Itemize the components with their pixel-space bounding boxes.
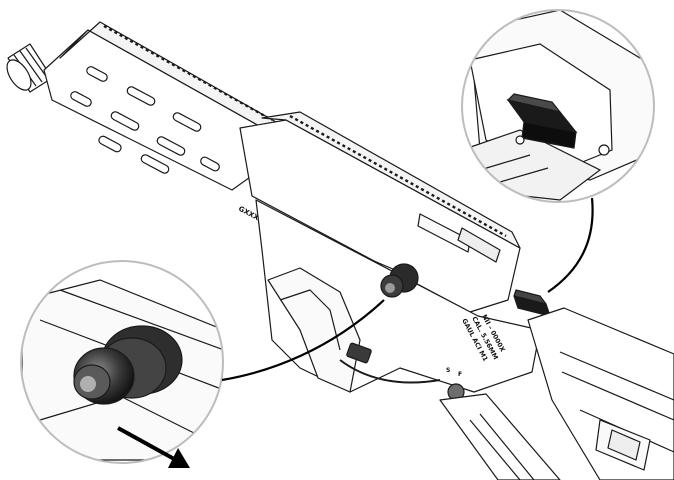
handguard bbox=[43, 21, 277, 191]
mlok-slots bbox=[70, 66, 220, 174]
muzzle-device bbox=[6, 43, 53, 93]
callout-ring-top bbox=[461, 9, 655, 203]
rifle-body: GXXXXXXX S F bbox=[6, 21, 674, 480]
leader-line-bottom bbox=[221, 299, 385, 382]
takedown-pin-detail-icon bbox=[73, 325, 183, 405]
selector-mark-safe: S bbox=[446, 367, 450, 374]
takedown-pin-callout bbox=[20, 260, 385, 468]
lower-receiver: S F GAUL ACI M1 CAL. 5.56MM NII – 0000X bbox=[255, 199, 551, 401]
push-out-arrow-icon bbox=[117, 426, 190, 468]
leader-line-top bbox=[547, 197, 594, 293]
selector-mark-fire: F bbox=[458, 371, 462, 378]
callout-ring-bottom bbox=[20, 260, 224, 464]
magazine-release-button bbox=[346, 342, 372, 364]
takedown-pin bbox=[380, 263, 419, 298]
pistol-grip bbox=[439, 393, 561, 480]
stock bbox=[527, 307, 674, 480]
bolt-catch-lever-detail bbox=[506, 93, 578, 149]
bolt-catch-callout bbox=[461, 9, 655, 293]
